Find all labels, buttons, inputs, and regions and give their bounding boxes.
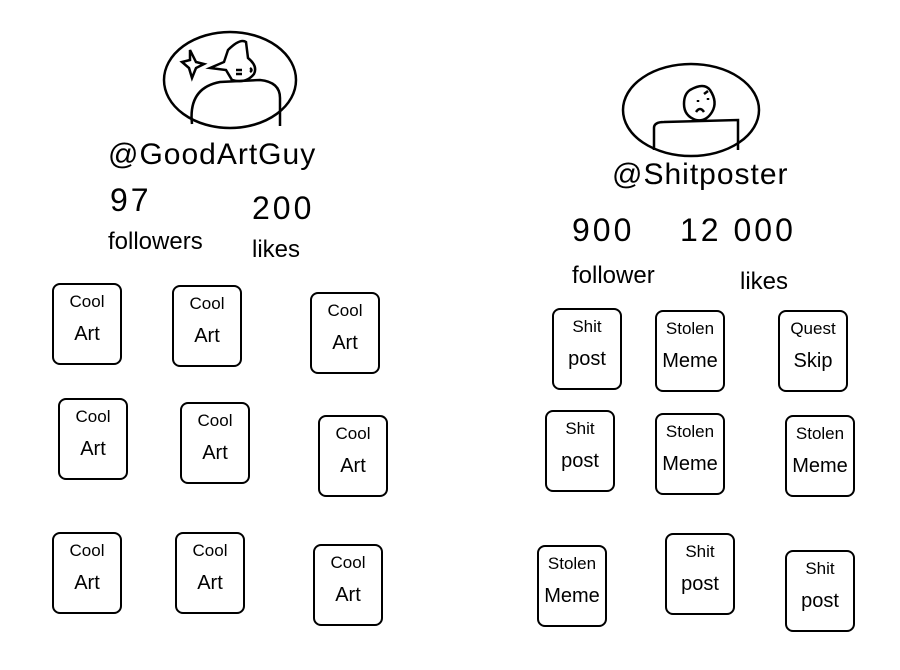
likes-count: 200 — [252, 190, 315, 226]
post-title-line1: Stolen — [665, 422, 715, 441]
followers-count: 900 — [572, 212, 635, 248]
avatar[interactable] — [618, 60, 764, 164]
post-title-line2: Skip — [793, 350, 833, 372]
post-card[interactable]: Shit post — [665, 533, 735, 615]
likes-label: likes — [740, 268, 789, 295]
post-title-line2: Art — [74, 572, 100, 594]
post-title-line1: Quest — [790, 319, 836, 338]
post-title-line2: Meme — [662, 453, 718, 475]
post-title-line1: Cool — [335, 424, 371, 443]
followers-count: 97 — [110, 182, 152, 218]
post-title-line2: Art — [335, 584, 361, 606]
post-card[interactable]: Shit post — [552, 308, 622, 390]
post-title-line2: Art — [194, 325, 220, 347]
post-title-line2: Meme — [544, 585, 600, 607]
post-title-line1: Shit — [565, 419, 595, 438]
post-title-line2: Art — [197, 572, 223, 594]
post-title-line2: Art — [202, 442, 228, 464]
post-title-line2: post — [681, 573, 719, 595]
post-title-line2: post — [561, 450, 599, 472]
post-title-line1: Cool — [69, 541, 105, 560]
post-title-line1: Cool — [75, 407, 111, 426]
post-title-line2: Art — [74, 323, 100, 345]
post-title-line1: Cool — [69, 292, 105, 311]
post-title-line1: Shit — [805, 559, 835, 578]
post-title-line1: Stolen — [795, 424, 845, 443]
post-title-line1: Stolen — [665, 319, 715, 338]
post-card[interactable]: Shit post — [785, 550, 855, 632]
post-title-line2: Meme — [792, 455, 848, 477]
post-title-line1: Cool — [327, 301, 363, 320]
likes-count: 12 000 — [680, 212, 796, 248]
post-title-line2: Art — [80, 438, 106, 460]
followers-label: follower — [572, 262, 655, 289]
post-title-line1: Cool — [189, 294, 225, 313]
post-title-line2: Art — [332, 332, 358, 354]
profile-handle[interactable]: @GoodArtGuy — [108, 138, 317, 171]
profile-handle[interactable]: @Shitposter — [612, 158, 789, 191]
avatar[interactable] — [160, 28, 300, 134]
likes-label: likes — [252, 236, 301, 263]
post-title-line2: post — [801, 590, 839, 612]
post-title-line1: Cool — [330, 553, 366, 572]
post-title-line2: Meme — [662, 350, 718, 372]
followers-label: followers — [108, 228, 203, 255]
angry-face-icon — [621, 62, 761, 158]
post-title-line1: Stolen — [547, 554, 597, 573]
post-title-line2: post — [568, 348, 606, 370]
post-title-line2: Art — [340, 455, 366, 477]
post-title-line1: Shit — [685, 542, 715, 561]
post-title-line1: Cool — [197, 411, 233, 430]
cat-with-star-icon — [162, 30, 298, 130]
post-card[interactable]: Shit post — [545, 410, 615, 492]
post-title-line1: Cool — [192, 541, 228, 560]
post-title-line1: Shit — [572, 317, 602, 336]
